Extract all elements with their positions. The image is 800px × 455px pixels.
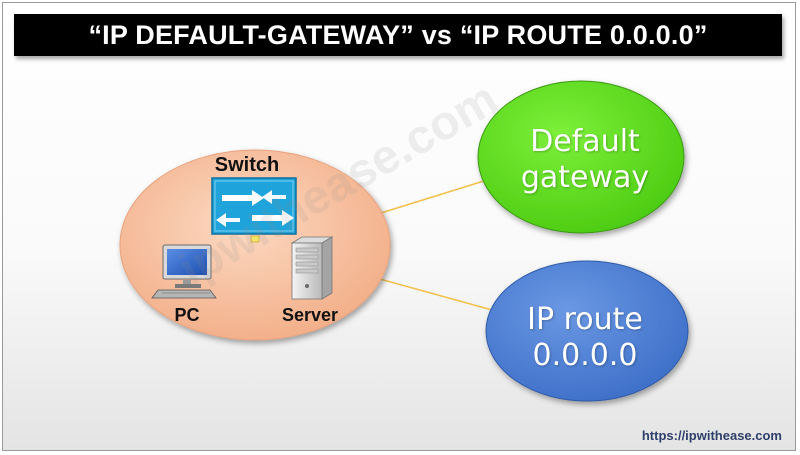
default-gateway-line-1: Default: [530, 124, 640, 159]
connector-line-default-gateway: [380, 179, 488, 214]
pc-label: PC: [174, 305, 200, 325]
switch-port-icon: [250, 235, 260, 243]
server-icon: [290, 236, 334, 300]
pc-icon: [151, 244, 217, 299]
footer-url[interactable]: https://ipwithease.com: [641, 428, 782, 443]
server-label: Server: [281, 305, 339, 325]
switch-icon: [211, 177, 297, 235]
slide-title: “IP DEFAULT-GATEWAY” vs “IP ROUTE 0.0.0.…: [14, 14, 782, 56]
switch-label: Switch: [214, 154, 280, 176]
default-gateway-line-2: gateway: [520, 160, 650, 195]
default-gateway-circle: [477, 80, 685, 234]
ip-route-text: IP route 0.0.0.0: [485, 302, 685, 374]
default-gateway-text: Default gateway: [485, 124, 685, 196]
ip-route-circle: [485, 260, 689, 402]
connector-line-ip-route: [379, 278, 504, 314]
ip-route-line-2: 0.0.0.0: [532, 338, 638, 373]
ip-route-line-1: IP route: [527, 302, 643, 337]
